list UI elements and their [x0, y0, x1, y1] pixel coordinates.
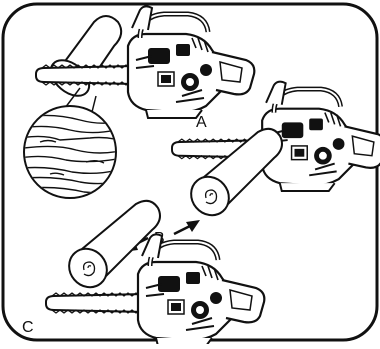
log-icon [49, 15, 123, 97]
label-c: C [22, 319, 34, 336]
wood-grain-inset [23, 105, 117, 199]
label-a: A [196, 114, 207, 131]
